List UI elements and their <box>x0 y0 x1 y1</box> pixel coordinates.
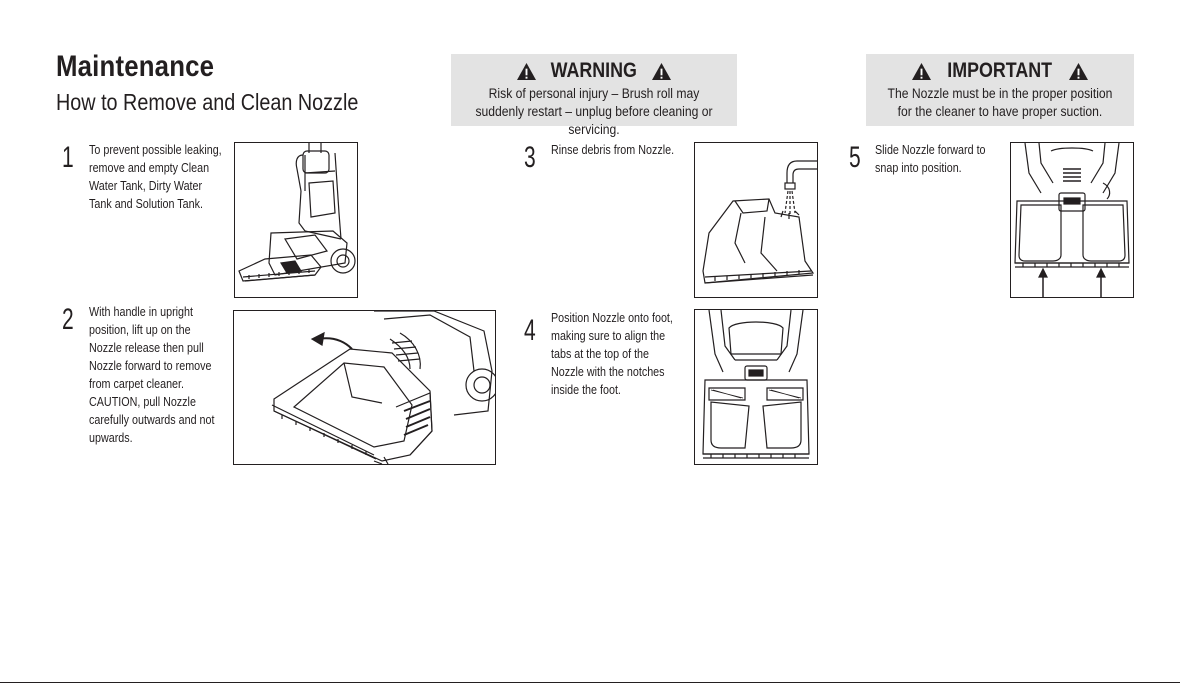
warning-text: Risk of personal injury – Brush roll may… <box>475 86 713 137</box>
step-1-number: 1 <box>62 141 74 174</box>
footer-rule <box>0 682 1180 683</box>
step-2-illustration <box>233 310 496 465</box>
step-1-text: To prevent possible leaking, remove and … <box>89 143 222 211</box>
page-title: Maintenance <box>56 50 215 83</box>
step-4-number: 4 <box>524 314 536 347</box>
step-2-number: 2 <box>62 303 74 336</box>
warning-triangle-icon <box>1068 62 1088 80</box>
warning-heading-label: WARNING <box>550 59 638 82</box>
step-4-text: Position Nozzle onto foot, making sure t… <box>551 311 673 397</box>
warning-triangle-icon <box>517 62 537 80</box>
step-3-number: 3 <box>524 141 536 174</box>
important-text: The Nozzle must be in the proper positio… <box>887 86 1113 119</box>
step-1-illustration <box>234 142 358 298</box>
warning-triangle-icon <box>651 62 671 80</box>
page-subtitle: How to Remove and Clean Nozzle <box>56 89 359 115</box>
warning-triangle-icon <box>912 62 932 80</box>
important-heading-label: IMPORTANT <box>947 59 1053 82</box>
step-5-illustration <box>1010 142 1134 298</box>
step-3-illustration <box>694 142 818 298</box>
important-box: IMPORTANT The Nozzle must be in the prop… <box>866 54 1134 126</box>
step-4-illustration <box>694 309 818 465</box>
step-3-text: Rinse debris from Nozzle. <box>551 143 675 157</box>
warning-box: WARNING Risk of personal injury – Brush … <box>451 54 737 137</box>
important-heading: IMPORTANT <box>866 58 1134 84</box>
step-5-text: Slide Nozzle forward to snap into positi… <box>875 143 986 175</box>
step-2-text: With handle in upright position, lift up… <box>89 305 215 445</box>
warning-heading: WARNING <box>451 58 737 84</box>
step-5-number: 5 <box>849 141 861 174</box>
